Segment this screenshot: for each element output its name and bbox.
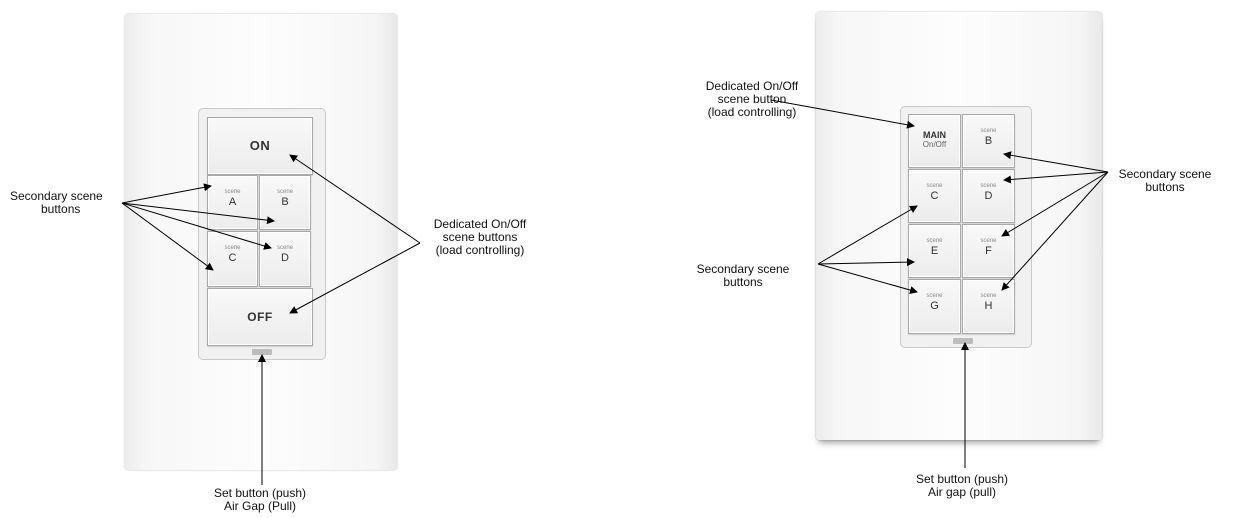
right-secondary-left-line1: Secondary scene [696, 262, 790, 276]
scene-e-button-right[interactable]: scene E [908, 224, 961, 278]
arrow-secondary-d-right [1003, 171, 1109, 184]
main-label: MAIN [923, 130, 946, 140]
scene-b-caption: scene [276, 189, 293, 195]
scene-c-button-right[interactable]: scene C [908, 169, 961, 223]
scene-c-button[interactable]: scene C [207, 231, 258, 287]
left-secondary-line1: Secondary scene [10, 189, 103, 203]
left-set-line1: Set button (push) [213, 486, 307, 500]
arrow-secondary-c [121, 202, 214, 271]
scene-b-letter: B [281, 196, 289, 208]
scene-d-letter: D [281, 252, 289, 264]
scene-a-button[interactable]: scene A [207, 175, 258, 230]
scene-a-caption: scene [224, 189, 241, 195]
right-dedicated-line2: scene button [717, 92, 787, 106]
scene-c-letter: C [228, 252, 237, 264]
arrow-dedicated-on [289, 154, 421, 244]
right-dedicated-line1: Dedicated On/Off [705, 79, 799, 93]
scene-d-button[interactable]: scene D [259, 231, 311, 287]
scene-e-caption-right: scene [926, 238, 943, 244]
scene-d-letter-right: D [984, 190, 993, 202]
scene-a-letter: A [228, 196, 237, 208]
arrow-secondary-b [121, 202, 275, 225]
on-button-label: ON [249, 138, 271, 153]
main-onoff-button[interactable]: MAIN On/Off [908, 114, 961, 168]
arrow-secondary-c-right [817, 205, 918, 265]
on-button[interactable]: ON [207, 117, 313, 175]
arrow-dedicated-off [289, 242, 421, 314]
scene-f-letter-right: F [985, 245, 992, 257]
scene-c-caption-right: scene [926, 183, 943, 189]
arrow-secondary-d [121, 202, 272, 250]
left-set-callout: Set button (push) Air Gap (Pull) [190, 487, 330, 513]
scene-g-letter-right: G [930, 300, 939, 312]
arrow-secondary-h-right [1001, 171, 1109, 291]
arrow-secondary-b-right [1003, 151, 1109, 173]
scene-c-letter-right: C [930, 190, 939, 202]
main-onoff-label: On/Off [922, 140, 947, 149]
left-secondary-callout: Secondary scene buttons [10, 190, 160, 216]
arrow-secondary-a [121, 183, 212, 204]
arrow-secondary-g-right [817, 263, 918, 294]
right-secondary-right-line1: Secondary scene [1118, 167, 1212, 181]
right-secondary-right-line2: buttons [1145, 180, 1185, 194]
right-secondary-left-callout: Secondary scene buttons [683, 263, 803, 289]
scene-b-caption-right: scene [980, 128, 997, 134]
scene-h-caption-right: scene [980, 293, 997, 299]
right-set-line1: Set button (push) [915, 472, 1009, 486]
right-set-callout: Set button (push) Air gap (pull) [892, 473, 1032, 499]
right-secondary-right-callout: Secondary scene buttons [1105, 168, 1225, 194]
scene-f-button-right[interactable]: scene F [962, 224, 1015, 278]
arrow-secondary-e-right [817, 258, 915, 267]
scene-h-letter-right: H [984, 300, 993, 312]
right-set-line2: Air gap (pull) [927, 485, 997, 499]
arrow-secondary-f-right [1001, 171, 1109, 237]
right-secondary-left-line2: buttons [723, 275, 763, 289]
scene-b-letter-right: B [984, 135, 993, 147]
scene-c-caption: scene [224, 245, 241, 251]
off-button-label: OFF [247, 310, 273, 324]
right-dedicated-line3: (load controlling) [707, 105, 797, 119]
left-set-line2: Air Gap (Pull) [223, 499, 297, 513]
right-set-button[interactable] [953, 338, 973, 344]
right-dedicated-callout: Dedicated On/Off scene button (load cont… [692, 80, 812, 119]
scene-f-caption-right: scene [980, 238, 997, 244]
scene-d-caption-right: scene [980, 183, 997, 189]
arrow-main [770, 99, 915, 129]
scene-b-button[interactable]: scene B [259, 175, 311, 230]
left-dedicated-line2: scene buttons [442, 230, 518, 244]
left-dedicated-callout: Dedicated On/Off scene buttons (load con… [420, 218, 540, 257]
left-secondary-line2: buttons [41, 202, 81, 216]
left-dedicated-line3: (load controlling) [435, 243, 525, 257]
scene-e-letter-right: E [930, 245, 939, 257]
scene-d-caption: scene [276, 245, 293, 251]
left-set-button[interactable] [252, 349, 272, 355]
left-dedicated-line1: Dedicated On/Off [433, 217, 527, 231]
scene-g-caption-right: scene [926, 293, 943, 299]
off-button[interactable]: OFF [207, 288, 313, 346]
